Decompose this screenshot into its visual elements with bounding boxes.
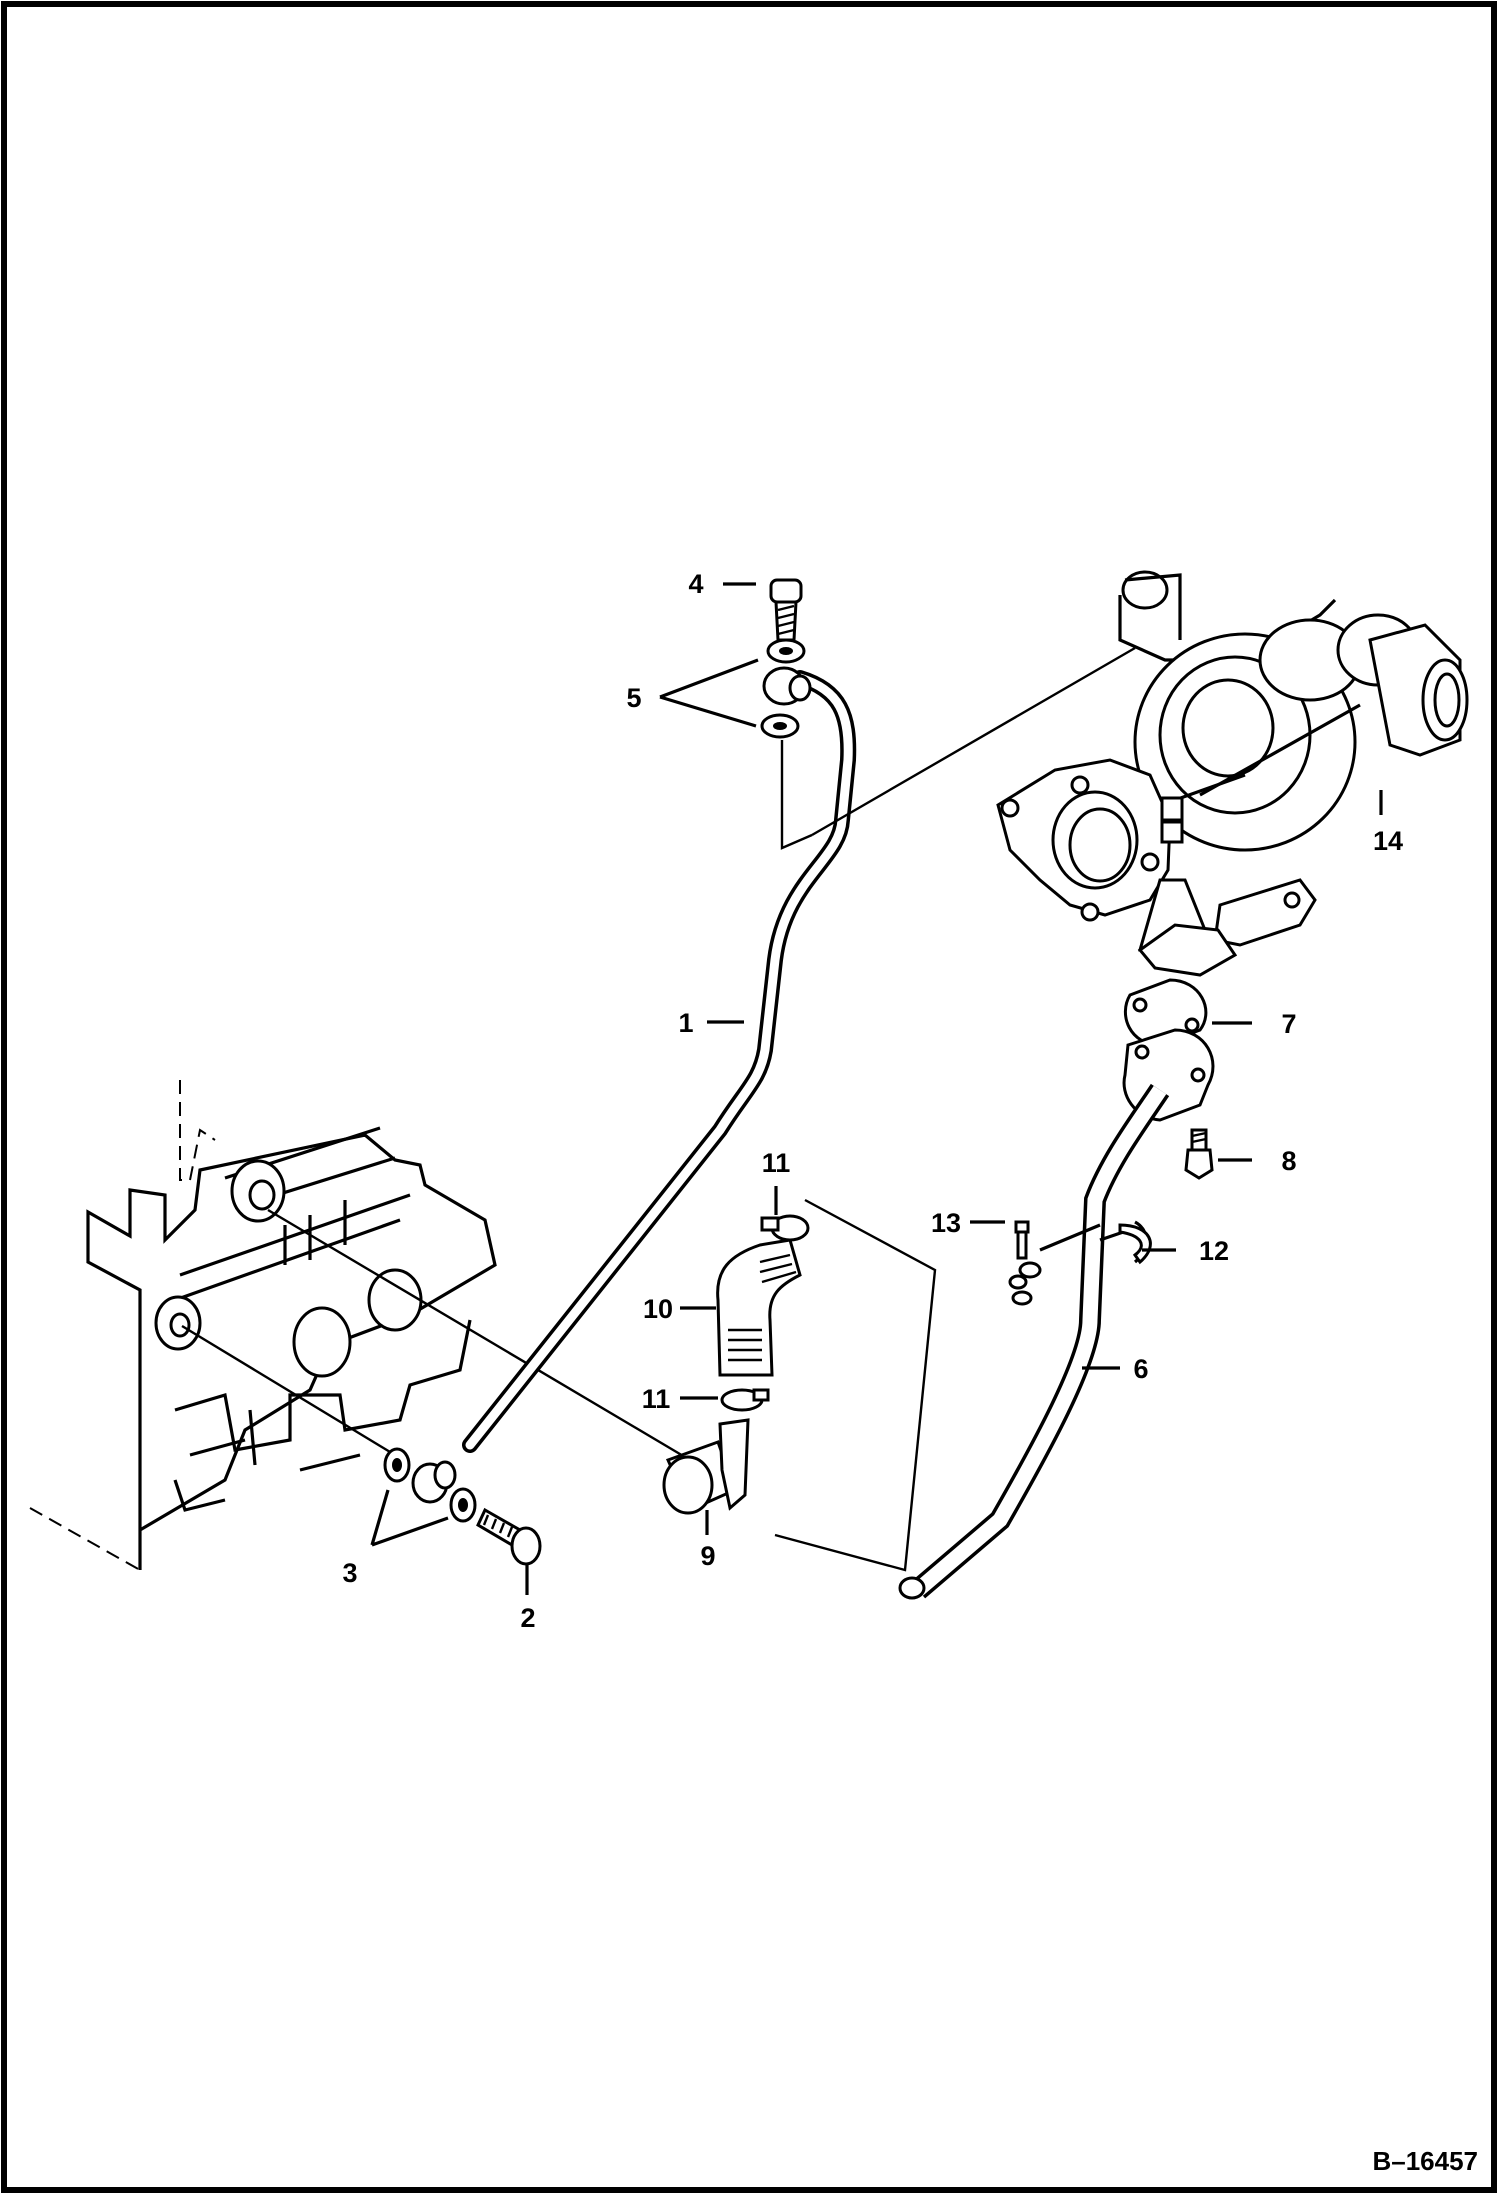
callout-1: 1	[678, 1008, 693, 1038]
reference-line-to-turbo	[811, 646, 1136, 837]
figure-id: B–16457	[1372, 2146, 1478, 2176]
pipe-clamp-and-bolt	[1008, 1220, 1152, 1306]
callout-9: 9	[700, 1541, 715, 1571]
callout-13: 13	[931, 1208, 961, 1238]
callout-6: 6	[1133, 1354, 1148, 1384]
callout-10: 10	[643, 1294, 673, 1324]
callout-3: 3	[342, 1558, 357, 1588]
callout-5: 5	[626, 683, 641, 713]
reference-line-to-elbow	[267, 1208, 691, 1462]
oil-feed-pipe	[462, 670, 857, 1453]
callout-2: 2	[520, 1603, 535, 1633]
callout-7: 7	[1281, 1009, 1296, 1039]
reference-line-to-banjo	[181, 1324, 396, 1457]
callout-12: 12	[1199, 1236, 1229, 1266]
upper-banjo-fitting	[760, 578, 813, 850]
callout-4: 4	[688, 569, 703, 599]
callout-14: 14	[1373, 826, 1403, 856]
callout-8: 8	[1281, 1146, 1296, 1176]
leader-lines	[370, 582, 1383, 1595]
lower-banjo-fitting	[383, 1447, 542, 1566]
return-elbow-and-hose	[662, 1198, 937, 1572]
turbocharger	[996, 570, 1469, 977]
drain-flange-assembly	[1122, 978, 1215, 1180]
callout-11-upper: 11	[762, 1148, 791, 1178]
engine-block	[29, 1080, 497, 1571]
callout-labels: 4 5 1 3 2 9 11 10 11 13 12 6 7 8 14	[342, 569, 1403, 1633]
callout-11-lower: 11	[642, 1384, 671, 1414]
drain-pipe	[898, 1083, 1170, 1600]
